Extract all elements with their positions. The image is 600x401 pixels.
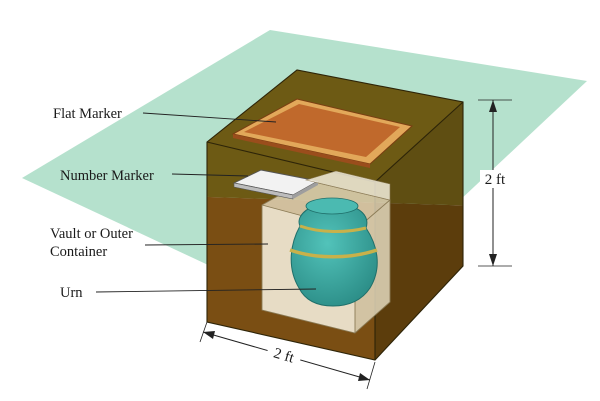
vault-label-line1: Vault or Outer <box>50 226 133 242</box>
leader-lines <box>95 112 317 293</box>
width-dimension: 2 ft <box>199 321 376 390</box>
vault-lid <box>304 170 391 201</box>
vault-label-line2: Container <box>50 244 107 260</box>
width-label: 2 ft <box>272 345 297 366</box>
number-marker-label: Number Marker <box>60 168 154 184</box>
urn <box>289 197 378 307</box>
flat-marker-label: Flat Marker <box>53 106 122 122</box>
flat-marker <box>231 98 414 168</box>
urn-label: Urn <box>60 285 83 301</box>
number-marker <box>232 169 320 200</box>
pit-right-face <box>375 102 463 210</box>
height-label: 2 ft <box>485 172 506 188</box>
height-dimension: 2 ft <box>478 99 512 267</box>
